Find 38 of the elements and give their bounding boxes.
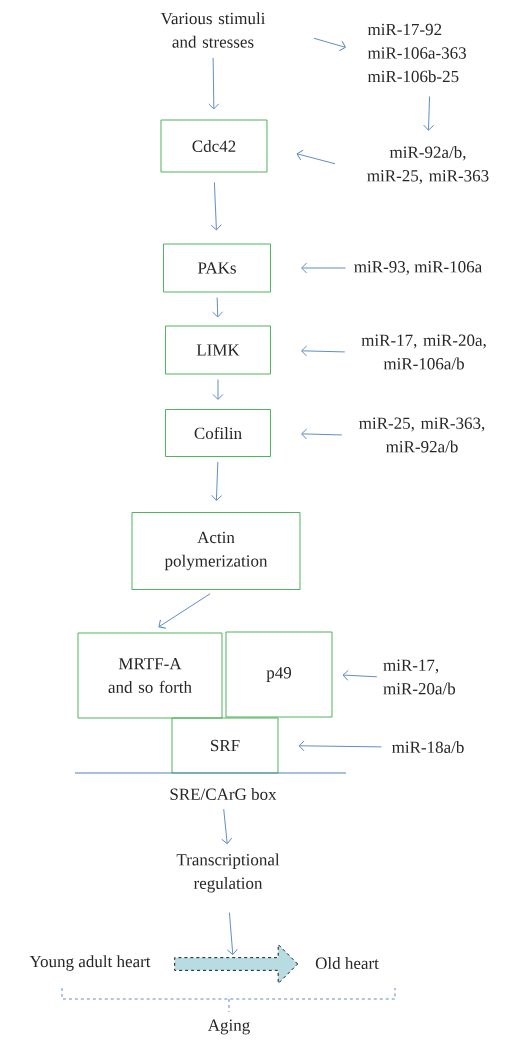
arrow (296, 149, 336, 165)
text-label: miR-17-92 miR-106a-363 miR-106b-25 (367, 23, 466, 83)
arrow (210, 182, 222, 231)
arrow (208, 57, 220, 110)
arrow (342, 669, 378, 681)
process-box: MRTF-A and so forth (77, 632, 223, 719)
arrow (301, 262, 347, 274)
arrow (211, 461, 223, 501)
text-label: SRE/CArG box (170, 788, 277, 800)
text-label: miR-93, miR-106a (354, 261, 482, 275)
arrow (158, 593, 211, 629)
process-box: LIMK (165, 325, 271, 375)
process-box: PAKs (163, 243, 271, 293)
text-label: miR-25, miR-363, miR-92a/b (359, 417, 485, 453)
text-label: Various stimuli and stresses (160, 12, 266, 48)
block-arrow (174, 944, 299, 984)
text-label: miR-18a/b (392, 741, 464, 753)
arrow (221, 808, 233, 845)
heart-label: Old heart (315, 957, 379, 969)
text-label: miR-17, miR-20a/b (383, 659, 456, 695)
arrow (212, 297, 224, 318)
arrow (423, 95, 435, 131)
arrow (226, 912, 238, 956)
arrow (301, 345, 346, 357)
arrow (298, 740, 382, 752)
text-label: miR-17, miR-20a, miR-106a/b (361, 334, 486, 370)
heart-label: Young adult heart (29, 955, 151, 971)
process-box: Cdc42 (160, 119, 268, 173)
bracket-label: Aging (207, 1019, 250, 1035)
process-box: Cofilin (165, 409, 271, 457)
process-box: SRF (171, 717, 279, 774)
text-label: Transcriptional regulation (176, 853, 280, 893)
arrow (313, 37, 346, 52)
process-box: Actin polymerization (131, 512, 301, 590)
process-box: p49 (225, 631, 333, 718)
text-label: miR-92a/b, miR-25, miR-363 (367, 146, 489, 184)
arrow (301, 428, 343, 440)
arrow (212, 379, 224, 400)
